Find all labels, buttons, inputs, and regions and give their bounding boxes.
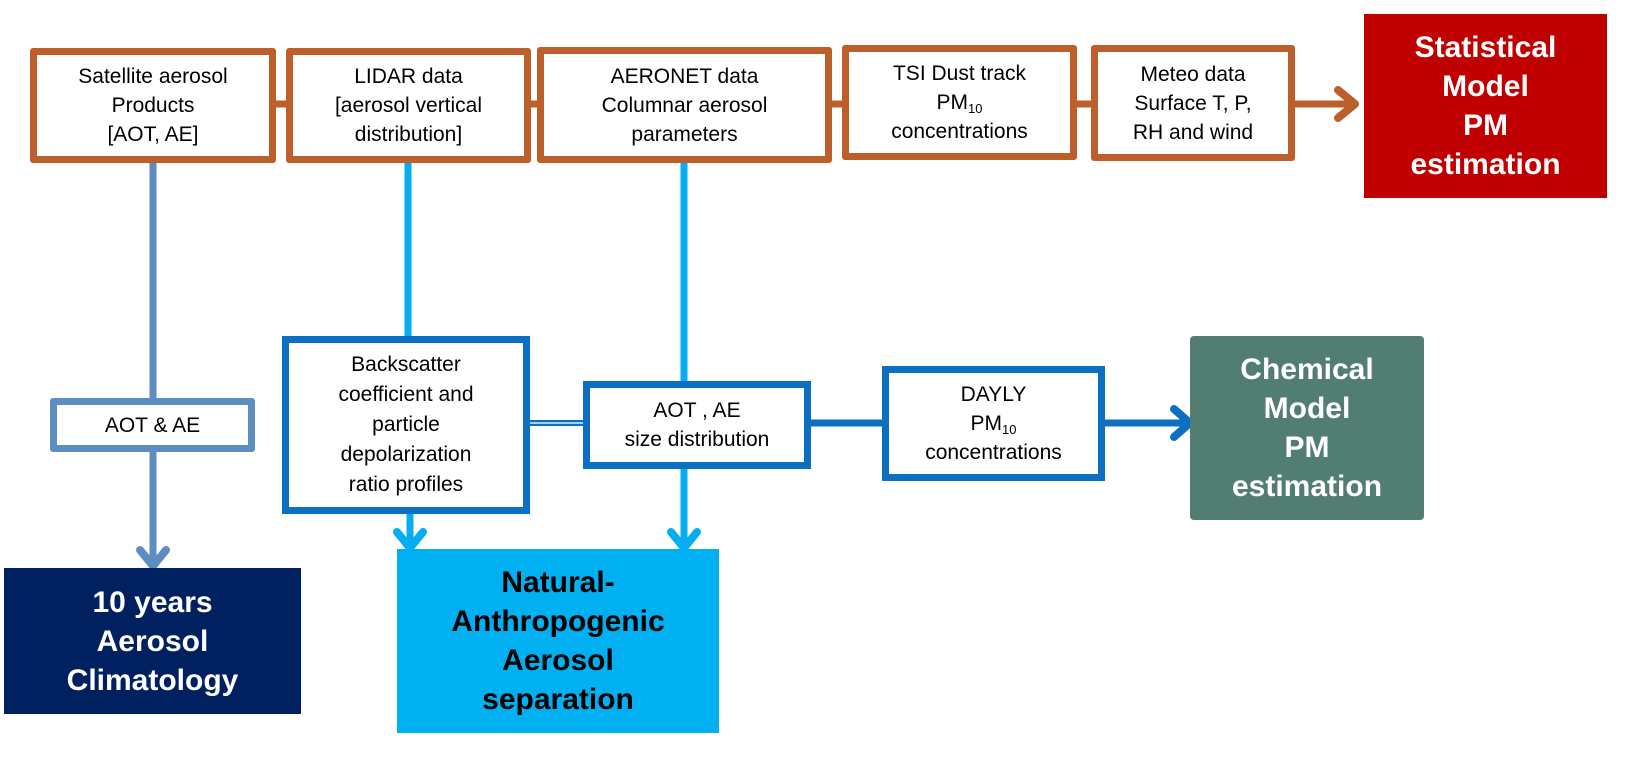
backscatter-line-5: ratio profiles xyxy=(348,473,464,496)
backscatter-box: Backscatter coefficient and particle dep… xyxy=(282,336,530,514)
dayly-line-2: PM10 xyxy=(971,409,1017,438)
satellite-line-1: Satellite aerosol xyxy=(78,65,228,88)
output-separation: Natural- Anthropogenic Aerosol separatio… xyxy=(397,549,719,733)
meteo-line-3: RH and wind xyxy=(1132,120,1254,144)
meteo-line-1: Meteo data xyxy=(1140,62,1246,86)
output-statistical-model: Statistical Model PM estimation xyxy=(1364,14,1607,198)
aeronet-line-3: parameters xyxy=(631,122,738,146)
aeronet-line-1: AERONET data xyxy=(610,64,759,88)
dayly-pm-label: PM xyxy=(970,412,1003,435)
separation-line-3: Aerosol xyxy=(502,644,614,677)
climatology-line-3: Climatology xyxy=(66,663,239,697)
statistical-line-4: estimation xyxy=(1410,148,1561,181)
input-tsi-box: TSI Dust track PM10 concentrations xyxy=(842,45,1077,160)
aot-size-distribution-box: AOT , AE size distribution xyxy=(583,381,811,469)
tsi-line-2: PM10 xyxy=(937,88,983,117)
tsi-line-1: TSI Dust track xyxy=(892,62,1027,85)
dayly-line-1: DAYLY xyxy=(960,383,1027,406)
chemical-line-1: Chemical xyxy=(1240,353,1374,386)
backscatter-line-1: Backscatter xyxy=(351,353,461,376)
chemical-line-2: Model xyxy=(1263,392,1351,425)
separation-line-4: separation xyxy=(482,683,634,716)
arrowhead-separation-right xyxy=(667,528,701,552)
lidar-line-3: distribution] xyxy=(354,123,463,146)
backscatter-line-2: coefficient and xyxy=(338,383,474,406)
output-climatology: 10 years Aerosol Climatology xyxy=(4,568,301,714)
satellite-line-2: Products xyxy=(111,94,195,117)
aot-ae-label: AOT & AE xyxy=(104,413,201,437)
aot-size-line-2: size distribution xyxy=(624,428,770,451)
aot-size-line-1: AOT , AE xyxy=(653,399,741,422)
input-lidar-box: LIDAR data [aerosol vertical distributio… xyxy=(286,48,531,163)
chemical-line-4: estimation xyxy=(1231,470,1383,503)
climatology-line-2: Aerosol xyxy=(96,624,209,658)
arrowhead-statistical xyxy=(1334,86,1359,122)
backscatter-line-4: depolarization xyxy=(340,443,472,466)
separation-line-1: Natural- xyxy=(501,566,615,599)
statistical-line-1: Statistical xyxy=(1414,31,1557,64)
arrowhead-separation-left xyxy=(393,528,427,552)
aot-ae-box: AOT & AE xyxy=(50,398,255,452)
statistical-line-2: Model xyxy=(1442,70,1529,103)
satellite-line-3: [AOT, AE] xyxy=(107,123,199,146)
dayly-pm10-box: DAYLY PM10 concentrations xyxy=(882,366,1105,481)
dayly-line-3: concentrations xyxy=(925,441,1062,464)
input-satellite-box: Satellite aerosol Products [AOT, AE] xyxy=(30,48,276,163)
statistical-line-3: PM xyxy=(1463,109,1508,142)
meteo-line-2: Surface T, P, xyxy=(1134,91,1252,115)
input-aeronet-box: AERONET data Columnar aerosol parameters xyxy=(537,47,832,163)
chemical-line-3: PM xyxy=(1284,431,1330,464)
tsi-pm-subscript: 10 xyxy=(968,101,983,116)
tsi-line-3: concentrations xyxy=(891,120,1028,143)
aeronet-line-2: Columnar aerosol xyxy=(601,93,768,117)
lidar-line-2: [aerosol vertical xyxy=(334,94,483,117)
dayly-pm-subscript: 10 xyxy=(1002,422,1017,437)
climatology-line-1: 10 years xyxy=(92,585,213,619)
tsi-pm-label: PM xyxy=(936,91,969,114)
lidar-line-1: LIDAR data xyxy=(354,65,463,88)
output-chemical-model: Chemical Model PM estimation xyxy=(1190,336,1424,520)
backscatter-line-3: particle xyxy=(372,413,440,436)
arrowhead-climatology xyxy=(136,546,170,570)
input-meteo-box: Meteo data Surface T, P, RH and wind xyxy=(1091,45,1295,161)
separation-line-2: Anthropogenic xyxy=(451,605,665,638)
